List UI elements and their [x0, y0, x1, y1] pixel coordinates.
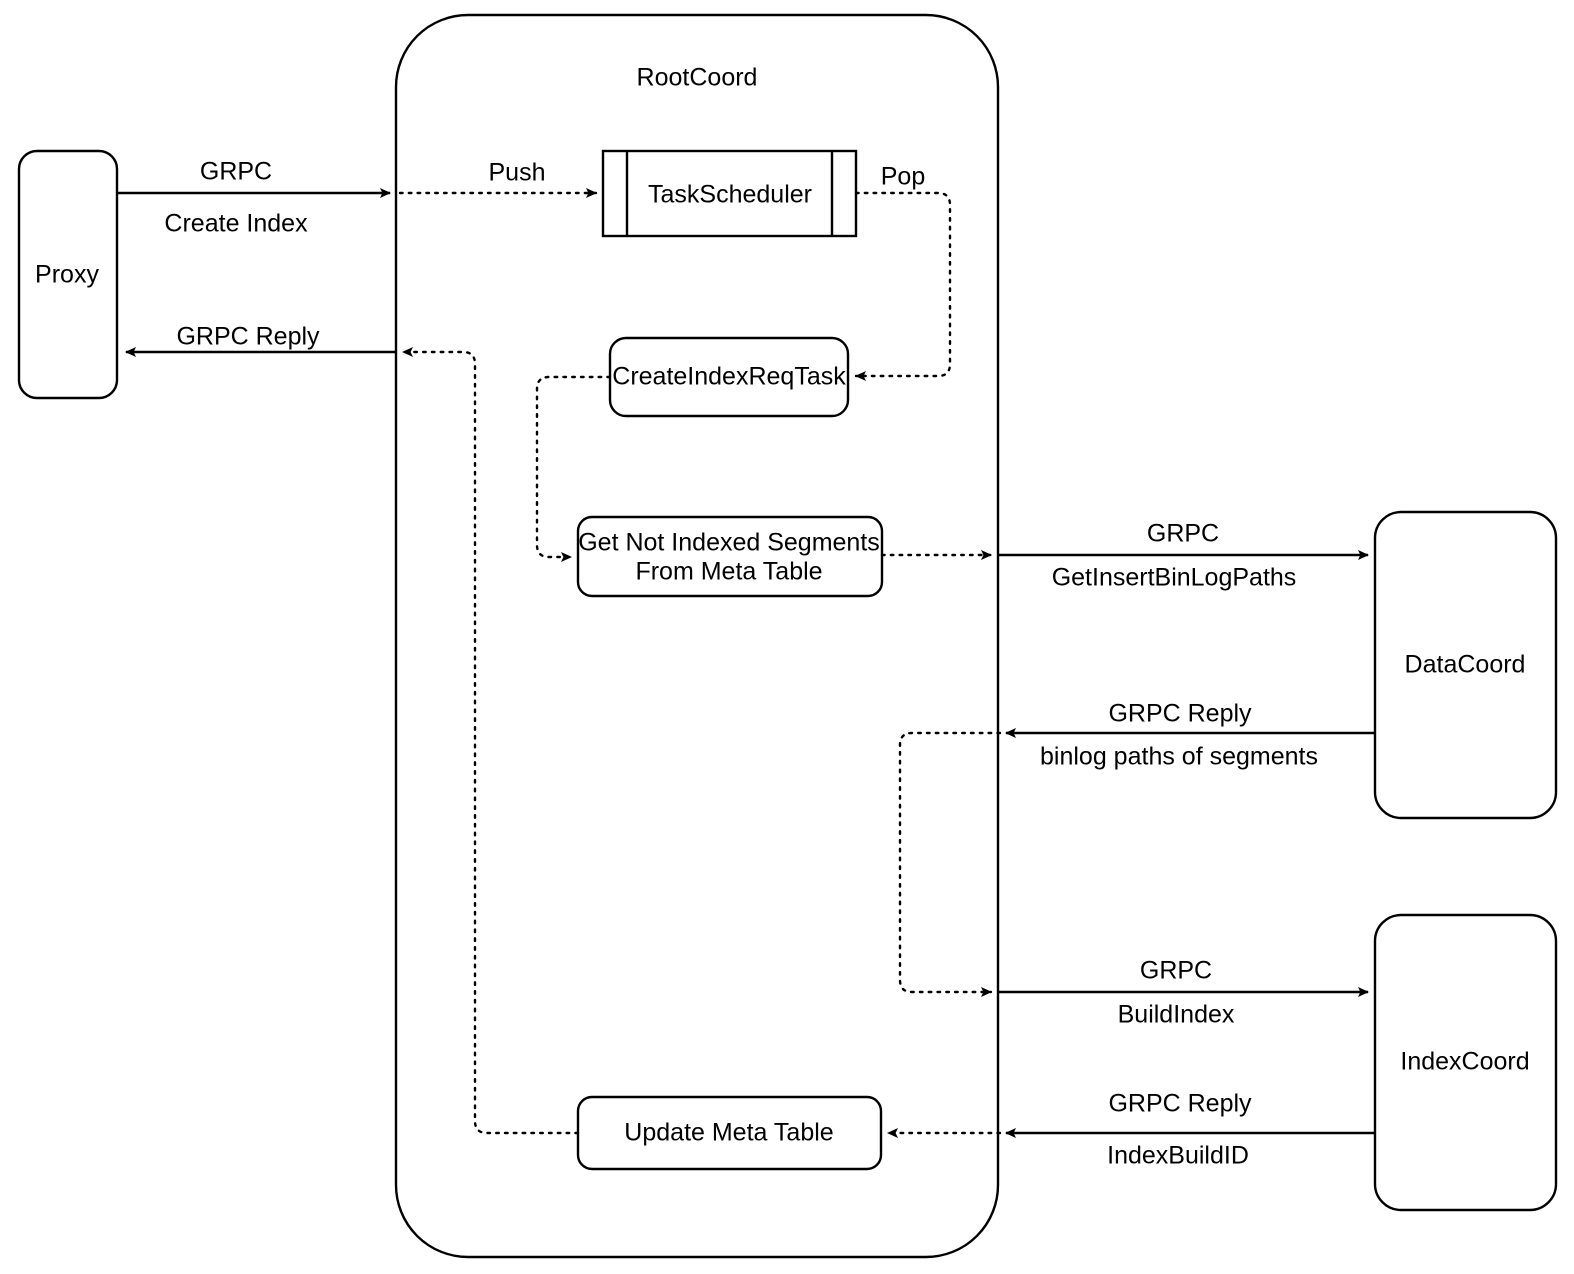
edge-label-pop: Pop — [880, 162, 926, 191]
edge-label-proxy-grpc: GRPC — [199, 157, 273, 186]
datacoord-shape — [1373, 510, 1558, 820]
edge-label-indexcoord-grpc: GRPC — [1139, 956, 1213, 985]
rootcoord-title: RootCoord — [636, 63, 758, 92]
edge-label-datacoord-grpc-reply: GRPC Reply — [1108, 699, 1252, 728]
edge-label-indexbuildid: IndexBuildID — [1107, 1141, 1249, 1170]
createindexreqtask-label: CreateIndexReqTask — [612, 362, 846, 391]
taskscheduler-label: TaskScheduler — [648, 180, 812, 209]
edge-label-getinsertbinlogpaths: GetInsertBinLogPaths — [1051, 563, 1297, 592]
edge-label-indexcoord-grpc-reply: GRPC Reply — [1108, 1089, 1252, 1118]
edge-label-datacoord-grpc: GRPC — [1146, 519, 1220, 548]
edge-createindexreqtask-to-getnotindexed — [535, 375, 612, 562]
edge-label-grpc-reply-proxy: GRPC Reply — [176, 322, 320, 351]
edge-label-push: Push — [488, 158, 546, 187]
taskscheduler-shape — [601, 149, 858, 238]
edge-pop-to-createindexreqtask — [854, 191, 952, 381]
indexcoord-shape — [1373, 913, 1558, 1212]
edge-label-buildindex: BuildIndex — [1117, 1000, 1235, 1029]
datacoord-label: DataCoord — [1404, 650, 1526, 679]
rootcoord-container-shape — [394, 13, 1000, 1259]
proxy-shape — [17, 149, 119, 400]
edge-label-binlog-paths: binlog paths of segments — [1040, 742, 1318, 771]
indexcoord-label: IndexCoord — [1400, 1047, 1530, 1076]
edge-updatemetatable-to-grpcreply — [401, 347, 580, 1135]
getnotindexed-label-line1: Get Not Indexed Segments — [578, 528, 880, 557]
getnotindexed-label-line2: From Meta Table — [635, 557, 823, 586]
proxy-label: Proxy — [35, 260, 99, 289]
updatemetatable-label: Update Meta Table — [624, 1118, 834, 1147]
getnotindexed-shape — [576, 515, 884, 598]
edge-label-create-index: Create Index — [164, 209, 308, 238]
